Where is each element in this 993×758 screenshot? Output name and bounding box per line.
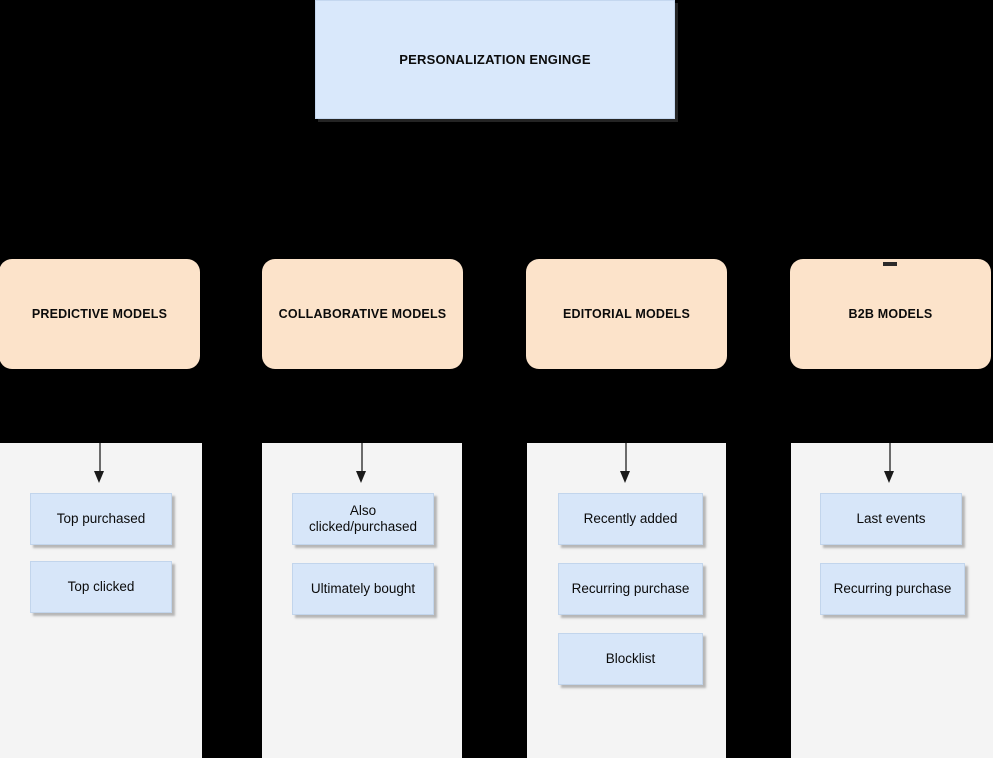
node-predictive-models[interactable]: PREDICTIVE MODELS: [0, 259, 200, 369]
item-blocklist[interactable]: Blocklist: [558, 633, 703, 685]
item-label: Top clicked: [67, 578, 135, 594]
item-label: Last events: [856, 510, 926, 526]
item-top-clicked[interactable]: Top clicked: [30, 561, 172, 613]
arrowhead-icon: [94, 471, 104, 483]
item-label: Blocklist: [605, 650, 656, 666]
node-collaborative-models-label: COLLABORATIVE MODELS: [278, 307, 447, 321]
item-last-events[interactable]: Last events: [820, 493, 962, 545]
node-b2b-models[interactable]: B2B MODELS: [790, 259, 991, 369]
arrowhead-icon: [884, 471, 894, 483]
arrow-shaft: [99, 443, 101, 474]
arrow-to-b2b-items: [884, 443, 895, 483]
node-editorial-models-label: EDITORIAL MODELS: [562, 307, 691, 321]
item-label: Recurring purchase: [833, 580, 952, 596]
item-also-clicked-purchased[interactable]: Also clicked/purchased: [292, 493, 434, 545]
node-collaborative-models[interactable]: COLLABORATIVE MODELS: [262, 259, 463, 369]
arrow-to-predictive-items: [94, 443, 105, 483]
item-recurring-purchase-b2b[interactable]: Recurring purchase: [820, 563, 965, 615]
arrow-shaft: [625, 443, 627, 474]
arrowhead-icon: [356, 471, 366, 483]
node-predictive-models-label: PREDICTIVE MODELS: [31, 307, 168, 321]
item-recently-added[interactable]: Recently added: [558, 493, 703, 545]
item-top-purchased[interactable]: Top purchased: [30, 493, 172, 545]
arrow-to-collaborative-items: [356, 443, 367, 483]
arrowhead-icon: [620, 471, 630, 483]
item-label: Recurring purchase: [571, 580, 690, 596]
arrow-shaft: [889, 443, 891, 474]
item-label: Ultimately bought: [310, 580, 416, 596]
node-editorial-models[interactable]: EDITORIAL MODELS: [526, 259, 727, 369]
arrow-shaft: [361, 443, 363, 474]
node-personalization-engine-label: PERSONALIZATION ENGINGE: [399, 52, 591, 67]
item-label: Also clicked/purchased: [308, 502, 418, 534]
connector-stub-b2b: [883, 262, 897, 266]
arrow-to-editorial-items: [620, 443, 631, 483]
item-label: Recently added: [583, 510, 678, 526]
item-recurring-purchase-editorial[interactable]: Recurring purchase: [558, 563, 703, 615]
node-b2b-models-label: B2B MODELS: [848, 307, 933, 321]
node-personalization-engine[interactable]: PERSONALIZATION ENGINGE: [315, 0, 675, 119]
item-label: Top purchased: [56, 510, 146, 526]
item-ultimately-bought[interactable]: Ultimately bought: [292, 563, 434, 615]
